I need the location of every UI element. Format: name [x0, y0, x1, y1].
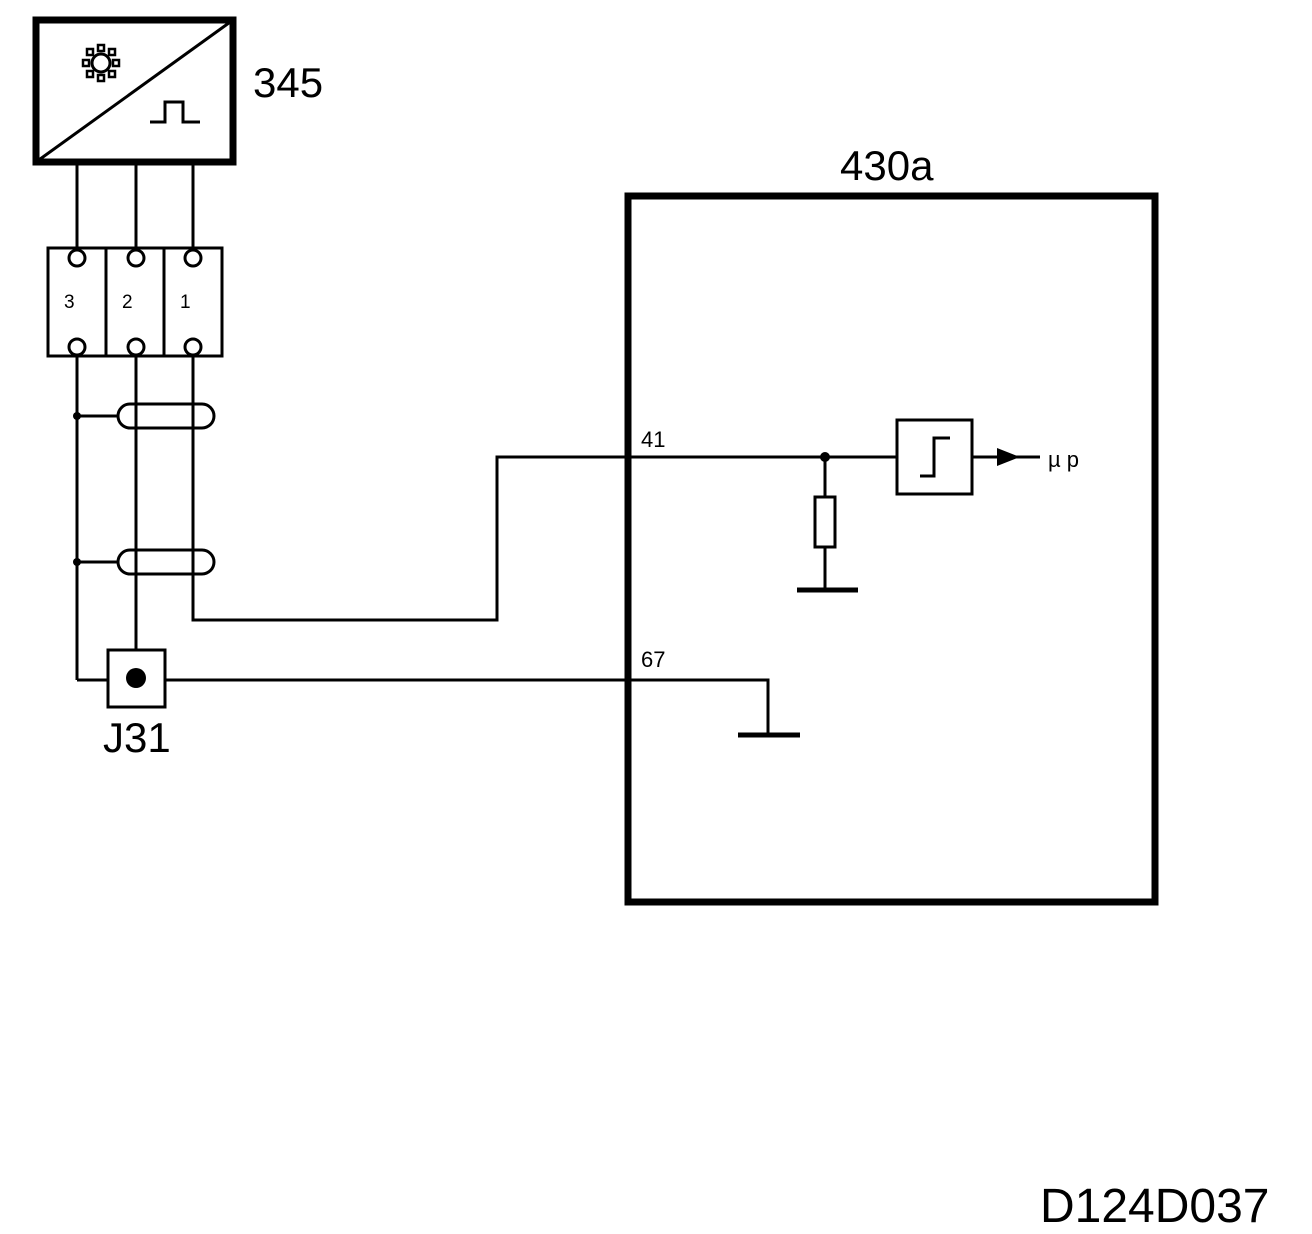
cable-shield	[73, 402, 216, 576]
pulse-icon	[150, 100, 200, 124]
connector-pin-3: 3	[64, 292, 75, 313]
gear-icon	[81, 43, 121, 83]
resistor-icon	[813, 495, 837, 549]
signal-wire	[191, 355, 628, 622]
microprocessor-label: µ p	[1048, 447, 1079, 472]
pin-41-label: 41	[641, 427, 665, 452]
connector-pin-2: 2	[122, 292, 133, 313]
ecu-label: 430a	[840, 142, 934, 189]
sensor-label: 345	[253, 59, 323, 106]
connector-pin-1: 1	[180, 292, 191, 313]
sensor-345	[32, 16, 237, 166]
ecu-430a-box	[624, 192, 1159, 906]
ground-point-j31	[106, 648, 167, 709]
pin-67-label: 67	[641, 647, 665, 672]
ground-point-label: J31	[103, 714, 171, 761]
connector-block: 3 2 1	[46, 246, 224, 358]
drawing-code: D124D037	[1040, 1180, 1270, 1233]
schmitt-trigger-icon	[895, 418, 974, 496]
